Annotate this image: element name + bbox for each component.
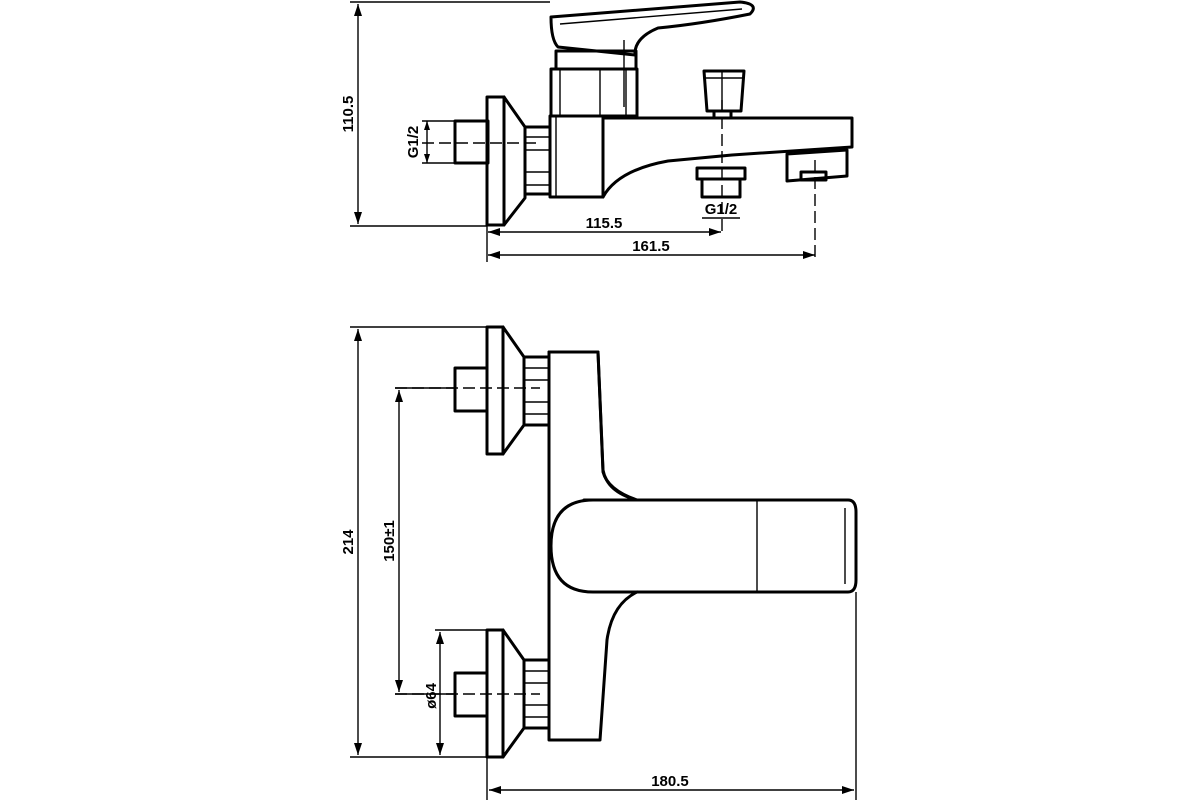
front-view: 214 150±1 (340, 325, 858, 800)
dimension-width-115 (486, 225, 721, 262)
mixer-body-top (548, 114, 605, 199)
thread-label-left: G1/2 (405, 126, 422, 159)
dimension-depth-front (486, 592, 857, 800)
spout-top (601, 100, 854, 258)
dimension-label-front-height: 214 (340, 529, 357, 555)
top-view: 110.5 G1/2 (340, 0, 854, 262)
dimension-label-flange-diameter: ø64 (423, 682, 440, 709)
dimension-flange-diameter (435, 629, 487, 755)
lever-handle-top (549, 0, 755, 107)
hex-nut-top (523, 125, 552, 196)
inlet-pipe-top (422, 119, 541, 165)
lower-flange-front (395, 628, 540, 759)
dimension-label-center-distance: 150±1 (381, 520, 398, 562)
dimension-height-front (350, 326, 487, 758)
thread-dimension-left (422, 120, 455, 164)
thread-label-bottom: G1/2 (705, 201, 738, 218)
mixer-body-front (547, 350, 639, 742)
dimension-center-distance (395, 387, 455, 695)
dimension-label-top-height: 110.5 (340, 96, 357, 133)
upper-hex-nut-front (522, 355, 551, 427)
diverter-knob-top (702, 69, 746, 120)
wall-flange-top (485, 95, 527, 227)
dimension-height-top (350, 1, 550, 227)
spout-front (549, 498, 858, 594)
dimension-label-depth: 180.5 (651, 773, 689, 790)
dimension-width-161 (488, 251, 815, 259)
dimension-label-115: 115.5 (586, 215, 623, 232)
dimension-label-161: 161.5 (632, 238, 670, 255)
upper-flange-front (395, 325, 540, 456)
outlet-connection-top (695, 166, 747, 219)
